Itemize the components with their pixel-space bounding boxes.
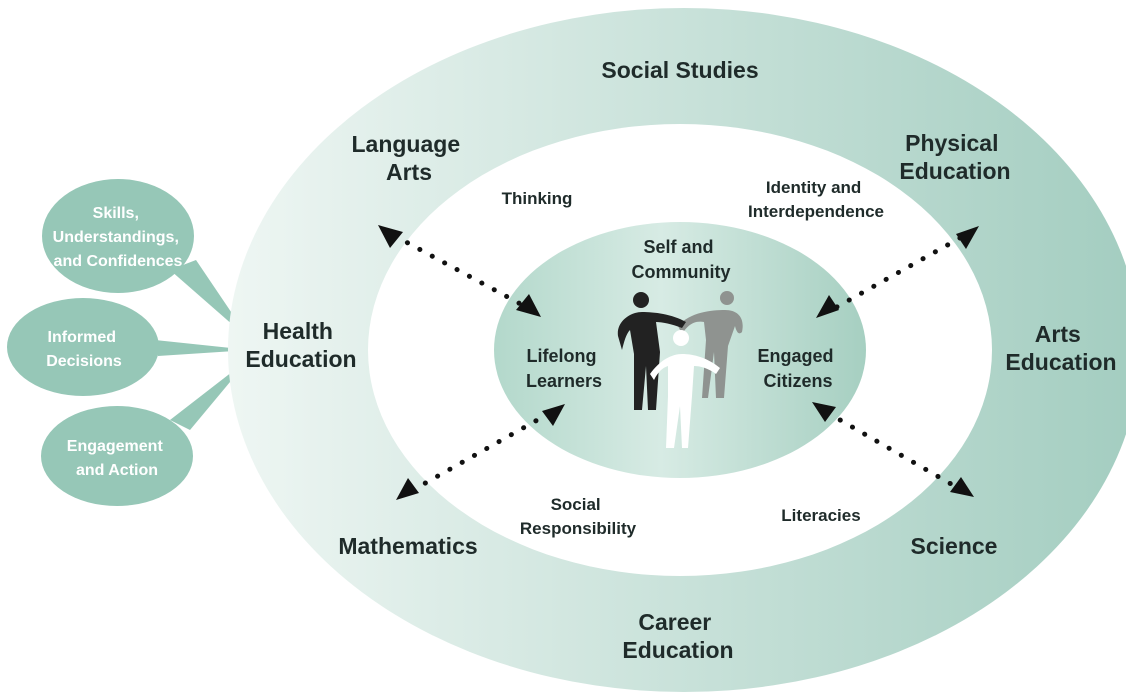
label-arts-education: Arts Education — [1005, 321, 1116, 375]
health-bubbles — [7, 179, 250, 506]
arrow-icon — [950, 477, 974, 497]
dotted-line-lower-right — [825, 410, 961, 491]
arrow-icon — [816, 295, 839, 318]
label-identity-interdependence: Identity and Interdependence — [748, 178, 884, 221]
bubble-engagement-label: Engagement and Action — [67, 438, 167, 479]
arrow-upper-left — [378, 225, 541, 317]
bubble-pointer-2 — [155, 340, 250, 356]
arrow-icon — [542, 404, 565, 426]
dotted-line-upper-right — [832, 235, 963, 311]
bubble-informed-decisions-label: Informed Decisions — [46, 329, 122, 370]
label-social-responsibility: Social Responsibility — [520, 495, 637, 538]
figure-dark — [617, 292, 686, 410]
arrow-lower-right — [812, 402, 974, 497]
label-mathematics: Mathematics — [338, 533, 477, 559]
label-lifelong-learners: Lifelong Learners — [526, 346, 602, 391]
bubble-skills — [42, 179, 194, 293]
core-circle — [494, 222, 866, 478]
bubble-skills-label: Skills, Understandings, and Confidences — [53, 205, 184, 270]
dotted-line-lower-left — [410, 411, 551, 493]
bubble-engagement — [41, 406, 193, 506]
label-language-arts: Language Arts — [351, 131, 466, 185]
label-physical-education: Physical Education — [899, 130, 1010, 184]
arrow-upper-right — [816, 226, 979, 318]
figure-gray — [678, 291, 743, 398]
label-social-studies: Social Studies — [601, 57, 758, 83]
figure-white — [650, 330, 720, 448]
arrow-icon — [516, 294, 541, 317]
label-literacies: Literacies — [781, 506, 860, 525]
bubble-informed-decisions — [7, 298, 159, 396]
arrow-icon — [956, 226, 979, 249]
label-engaged-citizens: Engaged Citizens — [757, 346, 838, 391]
arrow-lower-left — [396, 404, 565, 500]
label-health-education: Health Education — [245, 318, 356, 372]
arrow-icon — [812, 402, 836, 422]
arrow-icon — [396, 478, 419, 500]
label-science: Science — [911, 533, 998, 559]
label-career-education: Career Education — [622, 609, 733, 663]
people-figures-icon — [617, 291, 743, 448]
label-thinking: Thinking — [502, 189, 573, 208]
dotted-line-upper-left — [392, 233, 531, 311]
arrow-icon — [378, 225, 403, 248]
label-self-community: Self and Community — [632, 237, 731, 282]
